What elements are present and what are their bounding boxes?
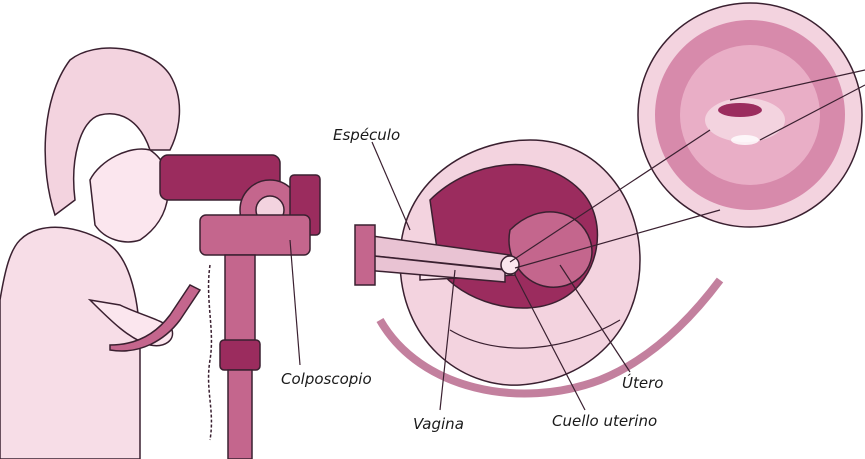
label-speculum: Espéculo — [333, 128, 400, 143]
label-cervix: Cuello uterino — [552, 414, 657, 429]
label-colposcope: Colposcopio — [281, 372, 372, 387]
label-uterus: Útero — [622, 376, 663, 391]
examiner-figure — [0, 48, 200, 459]
label-vagina: Vagina — [413, 417, 464, 432]
